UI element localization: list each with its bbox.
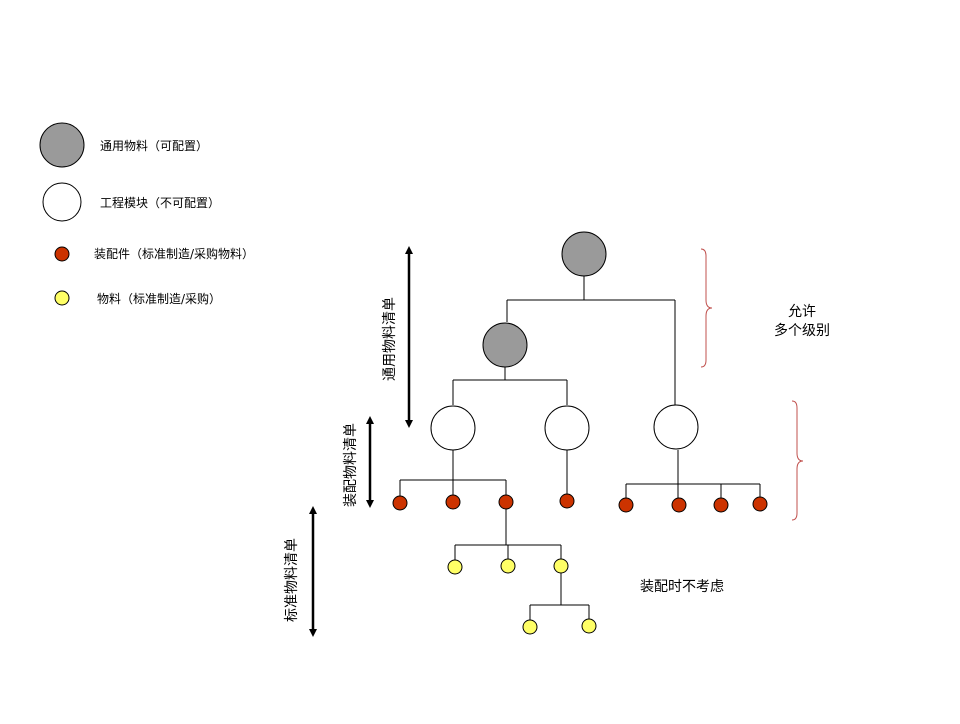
legend-assembly-icon [54, 246, 70, 262]
tree-connectors [399, 276, 761, 620]
node-module-1 [430, 405, 476, 451]
label-assembly-bom: 装配物料清单 [343, 423, 359, 507]
node-assembly-7 [713, 497, 729, 513]
legend-generic-icon [39, 122, 85, 168]
label-generic-bom: 通用物料清单 [382, 297, 398, 381]
label-standard-bom: 标准物料清单 [284, 538, 300, 622]
node-generic-top [561, 231, 607, 277]
node-material-3 [553, 558, 569, 574]
legend-module-icon [42, 182, 82, 222]
brace-upper [700, 248, 713, 368]
brace-lower [791, 400, 804, 521]
legend: 通用物料（可配置） 工程模块（不可配置） 装配件（标准制造/采购物料） 物料（标… [39, 122, 254, 306]
legend-material-label: 物料（标准制造/采购） [97, 291, 221, 306]
legend-assembly-label: 装配件（标准制造/采购物料） [94, 246, 254, 261]
node-material-2 [500, 558, 516, 574]
node-assembly-3 [498, 494, 514, 510]
node-material-4 [522, 619, 538, 635]
material-nodes [447, 558, 597, 635]
note-allow: 允许 [788, 304, 816, 320]
node-assembly-2 [445, 494, 461, 510]
legend-module-label: 工程模块（不可配置） [100, 195, 220, 210]
assembly-nodes [392, 493, 768, 513]
node-material-1 [447, 559, 463, 575]
legend-generic-label: 通用物料（可配置） [100, 139, 208, 153]
node-generic-mid [482, 322, 528, 368]
node-assembly-4 [559, 493, 575, 509]
node-module-3 [653, 404, 699, 450]
node-material-5 [581, 618, 597, 634]
legend-material-icon [54, 290, 70, 306]
node-assembly-5 [618, 497, 634, 513]
node-assembly-6 [671, 497, 687, 513]
note-multiple-levels: 多个级别 [774, 322, 830, 339]
node-assembly-8 [752, 496, 768, 512]
node-assembly-1 [392, 495, 408, 511]
node-module-2 [544, 405, 590, 451]
note-not-considered: 装配时不考虑 [640, 579, 724, 595]
